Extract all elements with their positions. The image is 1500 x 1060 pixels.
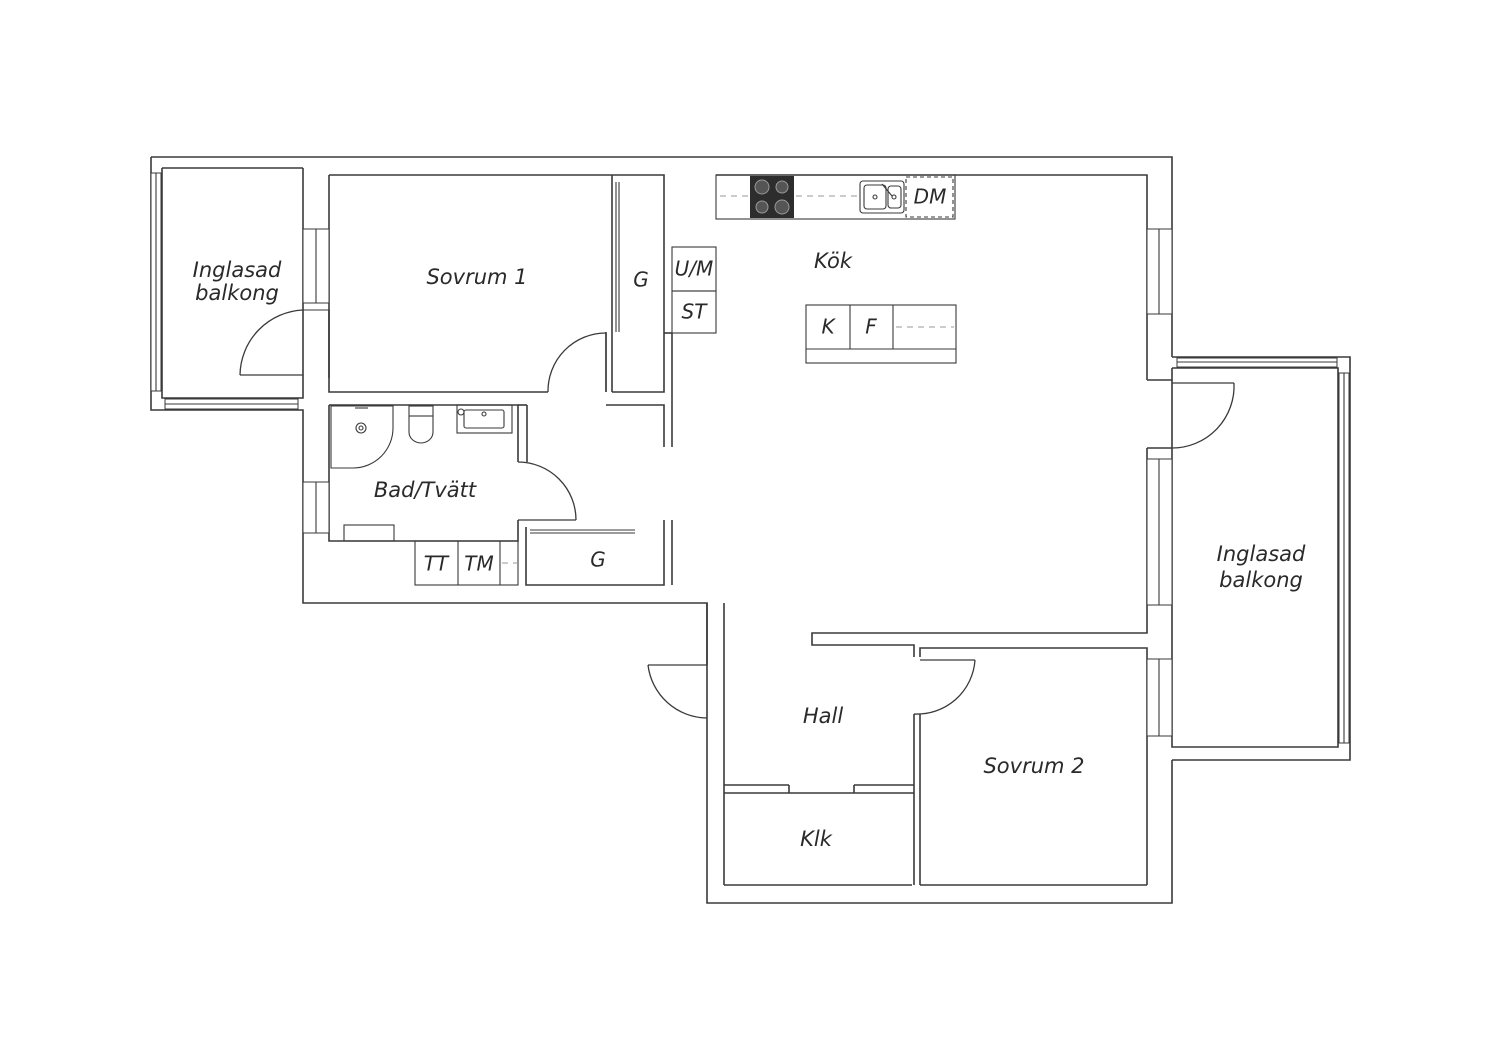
bathroom-label: Bad/Tvätt <box>374 478 477 502</box>
kitchen-counter <box>715 174 956 220</box>
kitchen-island <box>805 304 957 364</box>
sink-icon <box>859 180 905 214</box>
room-labels: Inglasad balkong Sovrum 1 G U/M ST Kök K… <box>193 185 1306 852</box>
hall-label: Hall <box>803 704 843 728</box>
hall <box>647 603 976 885</box>
closet-bottom-label: G <box>590 548 606 572</box>
dishwasher-label: DM <box>914 185 947 209</box>
balcony-right-label-2: balkong <box>1219 568 1303 592</box>
balcony-right <box>1146 228 1351 761</box>
closet-bottom <box>525 520 673 586</box>
bedroom-1-label: Sovrum 1 <box>426 265 527 289</box>
toilet-icon <box>408 405 434 444</box>
closet-top <box>606 174 665 447</box>
laundry-cabinets <box>664 246 717 447</box>
storage-label: ST <box>682 300 709 324</box>
kitchen-label: Kök <box>814 249 853 273</box>
washer-dryer-label: U/M <box>675 257 714 281</box>
washing-machine-label: TM <box>464 552 493 576</box>
balcony-left-label-1: Inglasad <box>193 258 282 282</box>
bathroom <box>302 404 577 542</box>
balcony-left-label-2: balkong <box>195 281 279 305</box>
bedroom-2-label: Sovrum 2 <box>983 754 1084 778</box>
freezer-label: F <box>865 315 877 339</box>
laundry-machines <box>414 540 519 586</box>
bedroom-1 <box>239 175 613 393</box>
fridge-label: K <box>821 315 836 339</box>
closet-top-label: G <box>633 268 649 292</box>
dryer-label: TT <box>424 552 450 576</box>
walk-in-closet-label: Klk <box>800 827 833 851</box>
balcony-right-label-1: Inglasad <box>1217 542 1306 566</box>
shower-icon <box>330 405 394 469</box>
basin-icon <box>456 404 513 434</box>
